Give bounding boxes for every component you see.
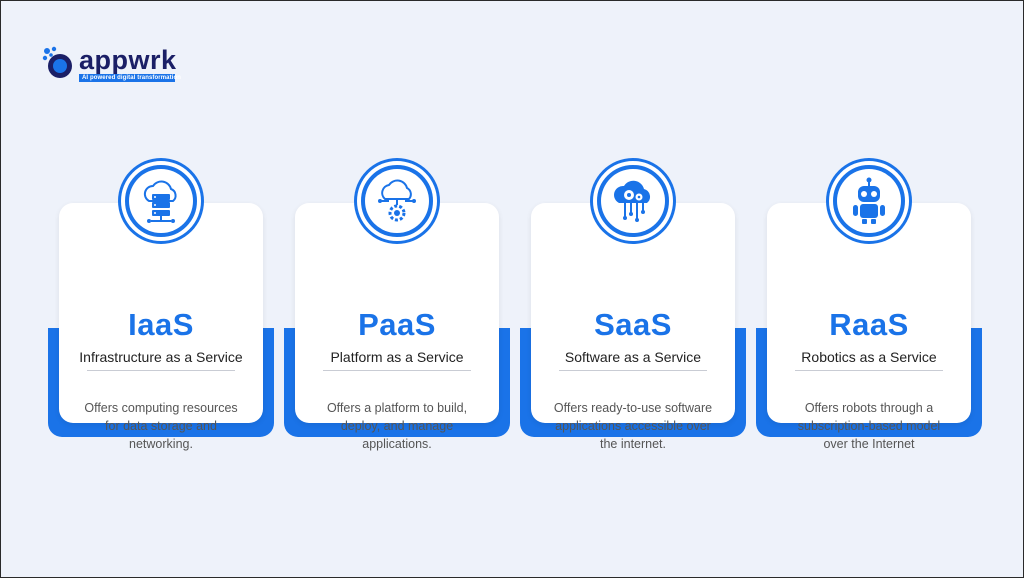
robot-icon <box>829 161 909 241</box>
card-divider <box>795 370 943 371</box>
card-title: SaaS <box>594 307 672 342</box>
card-divider <box>323 370 471 371</box>
card-subtitle: Software as a Service <box>564 349 702 365</box>
service-card-raas: RaaS Robotics as a Service Offers robots… <box>756 161 982 451</box>
card-divider <box>87 370 235 371</box>
card-title: PaaS <box>358 307 436 342</box>
card-subtitle: Robotics as a Service <box>801 349 937 365</box>
card-description: Offers a platform to build, deploy, and … <box>326 401 468 451</box>
cloud-software-icon <box>593 161 673 241</box>
card-title: RaaS <box>829 307 909 342</box>
card-description: Offers ready-to-use software application… <box>553 401 713 451</box>
service-card-saas: SaaS Software as a Service Offers ready-… <box>520 161 746 451</box>
card-description: Offers robots through a subscription-bas… <box>797 401 941 451</box>
card-subtitle: Platform as a Service <box>330 349 464 365</box>
brand-logo[interactable]: appwrk AI powered digital transformation <box>41 45 181 82</box>
card-divider <box>559 370 707 371</box>
brand-name: appwrk <box>79 45 177 75</box>
appwrk-logo-icon <box>41 45 75 81</box>
card-title: IaaS <box>128 307 194 342</box>
card-subtitle: Infrastructure as a Service <box>79 349 243 365</box>
service-card-paas: PaaS Platform as a Service Offers a plat… <box>284 161 510 451</box>
service-card-iaas: IaaS Infrastructure as a Service Offers … <box>48 161 274 451</box>
card-description: Offers computing resources for data stor… <box>84 401 238 451</box>
brand-tagline: AI powered digital transformation <box>79 74 181 82</box>
cloud-server-icon <box>121 161 201 241</box>
card-body: IaaS Infrastructure as a Service Offers … <box>59 203 263 451</box>
cloud-gear-icon <box>357 161 437 241</box>
